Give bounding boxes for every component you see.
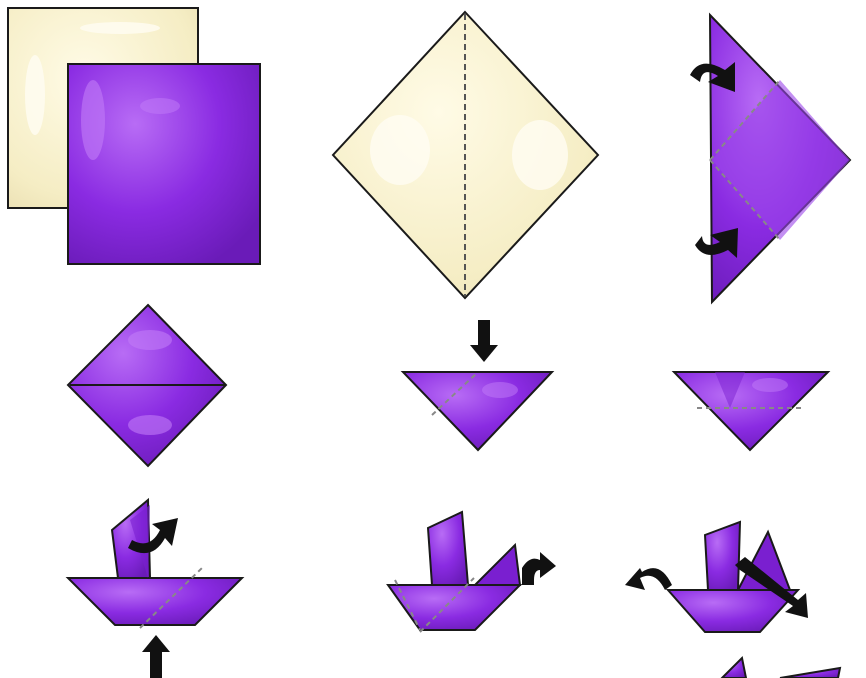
- step-5-triangle-fold-down: [400, 320, 555, 452]
- fold-arrow-icon: [695, 228, 738, 258]
- step-10-finished-bird-partial: [720, 655, 842, 678]
- step-9-final-folds: [625, 520, 808, 633]
- up-arrow-icon: [150, 650, 162, 678]
- step-7-raise-head: [65, 497, 245, 678]
- step-1-two-sheets: [7, 7, 261, 265]
- step-3-kite-folds: [690, 12, 852, 305]
- curl-arrow-icon: [625, 568, 672, 590]
- step-6-triangle-horizontal: [671, 371, 831, 452]
- fold-arrow-icon: [690, 62, 735, 92]
- step-4-diamond-horizontal: [66, 303, 228, 468]
- fold-arrow-icon: [735, 557, 808, 618]
- step-8-shape-wings: [386, 510, 556, 633]
- curl-arrow-icon: [522, 552, 556, 585]
- curl-arrow-icon: [128, 518, 178, 554]
- down-arrow-icon: [478, 320, 490, 346]
- step-2-diamond-crease: [331, 10, 600, 300]
